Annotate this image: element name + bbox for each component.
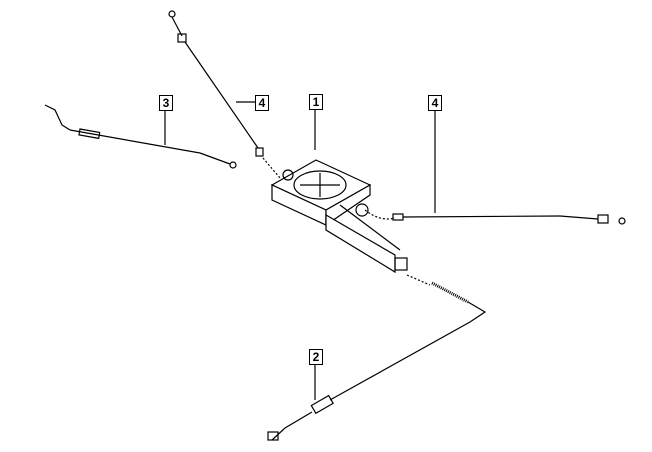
cable-4-upper xyxy=(168,10,281,179)
cable-3 xyxy=(44,104,237,169)
callout-4-upper: 4 xyxy=(255,95,269,111)
cable-2 xyxy=(267,274,487,441)
callout-3: 3 xyxy=(159,95,173,111)
callout-2: 2 xyxy=(309,349,323,365)
cable-4-right xyxy=(364,209,626,225)
callout-4-right: 4 xyxy=(428,95,442,111)
control-unit xyxy=(270,159,408,274)
callout-1: 1 xyxy=(309,94,323,110)
